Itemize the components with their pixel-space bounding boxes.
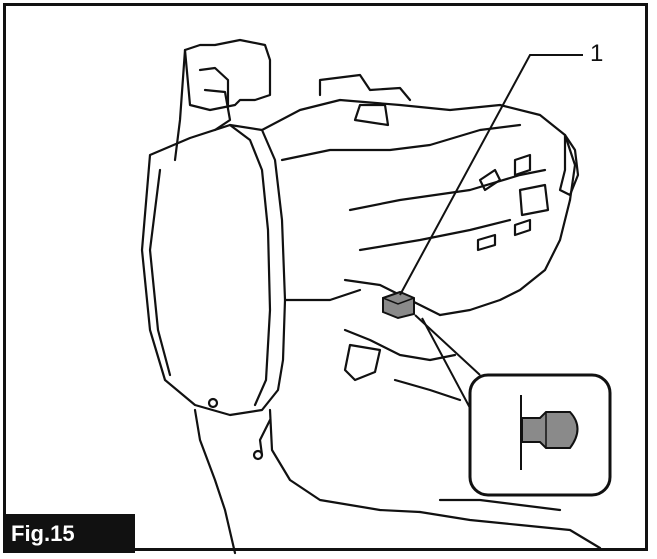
grip-outline	[438, 198, 572, 317]
hook-bracket	[183, 38, 272, 112]
lock-button	[382, 290, 415, 320]
callout-leader	[399, 54, 583, 296]
motor-housing-top	[260, 98, 577, 202]
inset-button-detail	[521, 411, 579, 449]
zoom-inset	[468, 373, 612, 497]
knob	[343, 343, 382, 382]
figure-label: Fig.15	[3, 514, 135, 553]
zoom-line-lower	[421, 317, 471, 409]
callout-number: 1	[590, 40, 604, 67]
head-housing	[140, 123, 287, 417]
